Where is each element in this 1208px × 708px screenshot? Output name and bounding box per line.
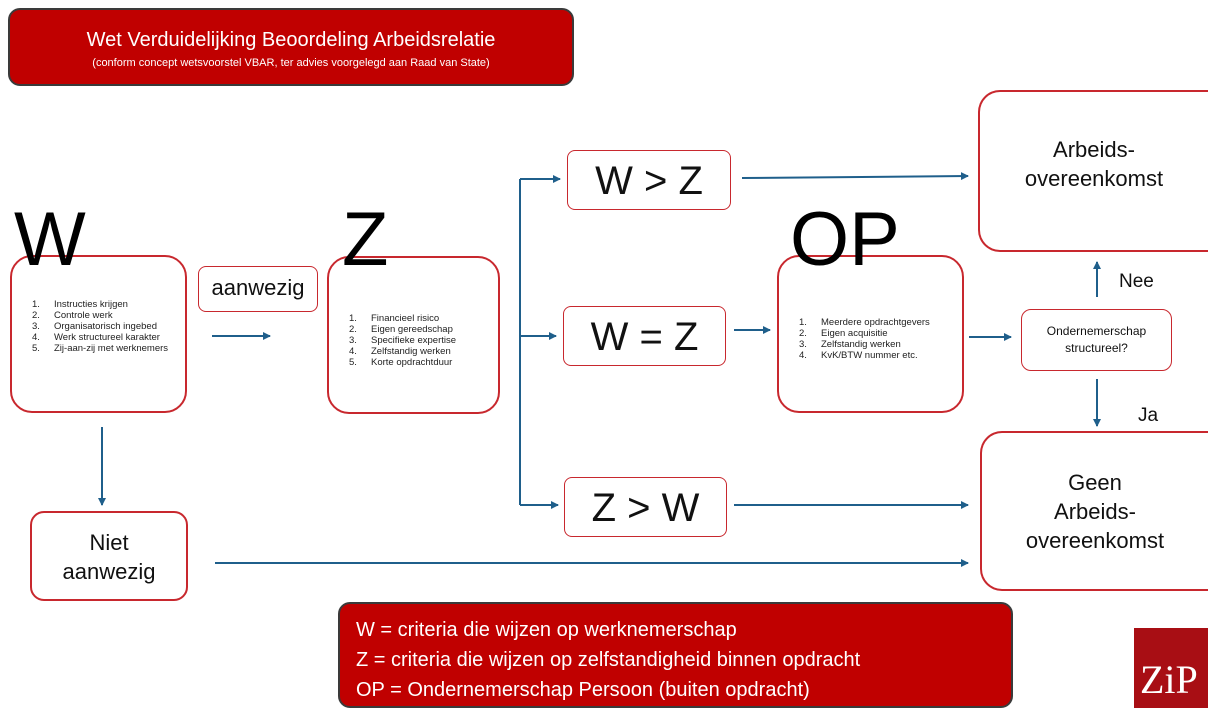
geen-line1: Geen	[1068, 470, 1122, 495]
z-greater-than-w-label: Z > W	[591, 486, 700, 530]
diagram-subtitle: (conform concept wetsvoorstel VBAR, ter …	[92, 57, 490, 69]
list-item: 1.Meerdere opdrachtgevers	[799, 317, 930, 328]
list-item: 4.KvK/BTW nummer etc.	[799, 350, 918, 361]
list-item: 1.Instructies krijgen	[32, 299, 128, 310]
z-letter: Z	[342, 197, 389, 282]
list-item: 4.Zelfstandig werken	[349, 346, 451, 357]
answer-nee: Nee	[1119, 271, 1154, 292]
niet-aanwezig-line1: Niet	[89, 530, 129, 555]
title-banner: Wet Verduidelijking Beoordeling Arbeidsr…	[8, 8, 574, 86]
w-greater-than-z-box: W > Z	[567, 150, 731, 210]
question-line1: Ondernemerschap	[1046, 324, 1147, 338]
geen-arbeidsovereenkomst-box: Geen Arbeids- overeenkomst	[980, 431, 1208, 591]
z-criteria-box: 1.Financieel risico 2.Eigen gereedschap …	[327, 256, 500, 414]
z-greater-than-w-box: Z > W	[564, 477, 727, 537]
z-criteria-list: 1.Financieel risico 2.Eigen gereedschap …	[349, 313, 494, 368]
w-equals-z-box: W = Z	[563, 306, 726, 366]
legend-op: OP = Ondernemerschap Persoon (buiten opd…	[356, 679, 810, 701]
legend-z: Z = criteria die wijzen op zelfstandighe…	[356, 649, 861, 671]
list-item: 2.Eigen acquisitie	[799, 328, 888, 339]
answer-ja: Ja	[1138, 405, 1159, 426]
w-greater-than-z-label: W > Z	[595, 159, 703, 203]
diagram-title: Wet Verduidelijking Beoordeling Arbeidsr…	[86, 29, 496, 51]
zip-logo: ZiP	[1134, 628, 1208, 708]
list-item: 3.Zelfstandig werken	[799, 339, 901, 350]
list-item: 1.Financieel risico	[349, 313, 440, 324]
geen-line2: Arbeids-	[1054, 499, 1136, 524]
list-item: 3.Organisatorisch ingebed	[32, 321, 157, 332]
w-equals-z-label: W = Z	[590, 315, 699, 359]
list-item: 5.Korte opdrachtduur	[349, 357, 453, 368]
arbeidsovereenkomst-box: Arbeids- overeenkomst	[978, 90, 1208, 252]
zip-logo-text: ZiP	[1140, 657, 1198, 702]
op-criteria-list: 1.Meerdere opdrachtgevers 2.Eigen acquis…	[799, 317, 959, 361]
w-criteria-list: 1.Instructies krijgen 2.Controle werk 3.…	[32, 299, 182, 354]
list-item: 4.Werk structureel karakter	[32, 332, 160, 343]
question-line2: structureel?	[1065, 341, 1128, 355]
w-letter: W	[14, 197, 86, 282]
w-criteria-box: 1.Instructies krijgen 2.Controle werk 3.…	[10, 255, 187, 413]
list-item: 2.Eigen gereedschap	[349, 324, 453, 335]
op-letter: OP	[790, 197, 900, 282]
ondernemerschap-question-box: Ondernemerschap structureel?	[1021, 309, 1172, 371]
list-item: 2.Controle werk	[32, 310, 113, 321]
legend-w: W = criteria die wijzen op werknemerscha…	[356, 619, 737, 641]
list-item: 5.Zij-aan-zij met werknemers	[32, 343, 169, 354]
op-criteria-box: 1.Meerdere opdrachtgevers 2.Eigen acquis…	[777, 255, 964, 413]
geen-line3: overeenkomst	[1025, 528, 1165, 553]
arbeid-line1: Arbeids-	[1053, 137, 1135, 162]
niet-aanwezig-box: Niet aanwezig	[30, 511, 188, 601]
arrow-w-gt-z-to-arbeid	[741, 172, 969, 181]
list-item: 3.Specifieke expertise	[349, 335, 457, 346]
aanwezig-label: aanwezig	[211, 275, 305, 300]
arbeid-line2: overeenkomst	[1024, 166, 1164, 191]
aanwezig-label-box: aanwezig	[198, 266, 318, 312]
niet-aanwezig-line2: aanwezig	[62, 559, 156, 584]
legend-box: W = criteria die wijzen op werknemerscha…	[338, 602, 1013, 708]
